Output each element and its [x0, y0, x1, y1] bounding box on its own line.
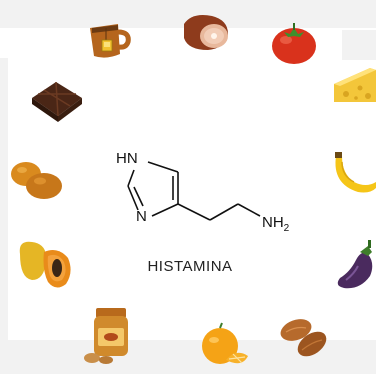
n-atom-label: N [136, 208, 147, 225]
hn-atom-label: HN [116, 150, 138, 167]
tomato-icon [272, 23, 316, 64]
nh2-subscript: 2 [283, 223, 290, 234]
potatoes-icon [11, 162, 62, 199]
nh2-atom-label: NH2 [262, 214, 289, 234]
papaya-icon [19, 241, 71, 288]
ham-icon [184, 15, 228, 50]
almonds-icon [280, 319, 327, 357]
chocolate-icon [32, 81, 82, 122]
nh-text: NH [262, 214, 284, 231]
peanut-butter-jar-icon [84, 308, 128, 364]
tea-bag-mug-icon [90, 24, 131, 58]
background-shape [342, 30, 376, 60]
background-shape [0, 58, 8, 358]
cheese-icon [334, 68, 376, 102]
eggplant-icon [337, 240, 373, 289]
banana-icon [335, 152, 376, 193]
molecule-name: HISTAMINA [147, 258, 233, 275]
histamine-structure [127, 161, 261, 221]
orange-icon [202, 322, 248, 364]
